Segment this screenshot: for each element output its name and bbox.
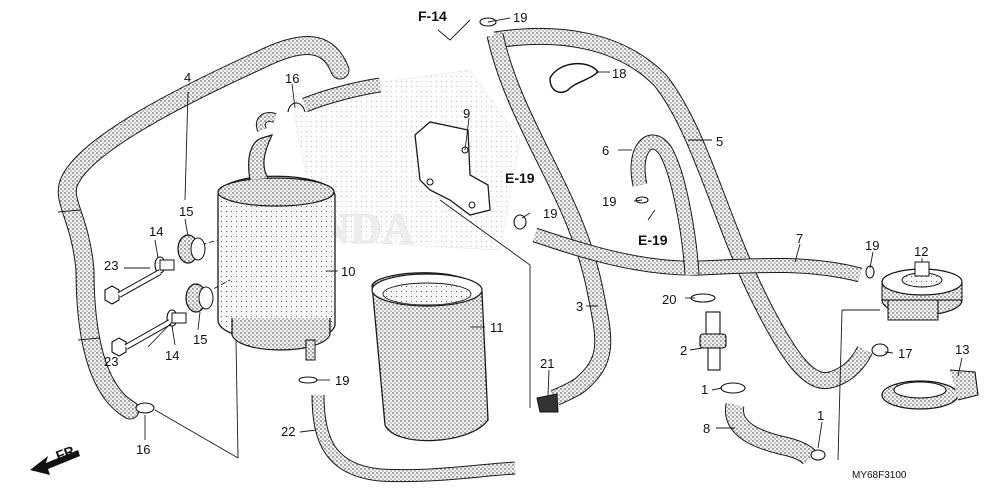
callout-2: 2 <box>680 343 687 358</box>
callout-1-lower: 1 <box>817 408 824 423</box>
sleeve-11 <box>371 272 489 442</box>
canister-10 <box>185 112 336 361</box>
callout-18: 18 <box>612 66 626 81</box>
callout-12: 12 <box>914 244 928 259</box>
hose-7 <box>532 227 862 283</box>
joint-2 <box>699 311 727 371</box>
valve-12 <box>881 261 963 321</box>
callout-8: 8 <box>703 421 710 436</box>
callout-16-bottom: 16 <box>136 442 150 457</box>
bolt-23-upper <box>104 269 162 305</box>
hose-6 <box>630 134 700 276</box>
ref-f14: F-14 <box>418 8 447 24</box>
hose-22 <box>311 394 516 483</box>
callout-19-center: 19 <box>543 206 557 221</box>
callout-13: 13 <box>955 342 969 357</box>
hose-8 <box>725 403 818 465</box>
callout-labels: 4 16 19 9 18 5 6 19 19 7 19 12 14 15 23 … <box>104 10 969 457</box>
callout-9: 9 <box>463 106 470 121</box>
callout-23-upper: 23 <box>104 258 118 273</box>
leader-lines <box>124 17 963 461</box>
callout-6: 6 <box>602 143 609 158</box>
clamp-16-top <box>287 102 306 113</box>
hose-short-top <box>302 77 382 112</box>
clamp-16-bottom <box>135 402 155 414</box>
callout-19-right: 19 <box>865 238 879 253</box>
diagram-code: MY68F3100 <box>852 470 907 481</box>
callout-22: 22 <box>281 424 295 439</box>
clamp-19-center <box>513 214 527 230</box>
clamp-17 <box>871 343 889 357</box>
callout-4: 4 <box>184 70 191 85</box>
clip-18 <box>549 62 599 93</box>
callout-15-upper: 15 <box>179 204 193 219</box>
clamp-group <box>135 17 889 461</box>
ref-e19-top: E-19 <box>505 170 535 186</box>
callout-5: 5 <box>716 134 723 149</box>
front-arrow: FR. <box>30 441 80 475</box>
collar-14-upper <box>154 256 175 274</box>
callout-19-mid: 19 <box>602 194 616 209</box>
callout-14-lower: 14 <box>165 348 179 363</box>
clamp-19-bottom <box>298 376 318 384</box>
callout-17: 17 <box>898 346 912 361</box>
callout-10: 10 <box>341 264 355 279</box>
mount-13 <box>881 369 979 410</box>
callout-21: 21 <box>540 356 554 371</box>
callout-19-bottom: 19 <box>335 373 349 388</box>
hose-5 <box>493 27 873 390</box>
e19-arrow <box>647 209 656 221</box>
clamp-1-lower <box>810 449 826 461</box>
hose-4 <box>57 36 350 420</box>
callout-20: 20 <box>662 292 676 307</box>
callout-7: 7 <box>796 231 803 246</box>
callout-11: 11 <box>490 320 504 335</box>
front-arrow-label: FR. <box>54 441 81 464</box>
callout-3: 3 <box>576 299 583 314</box>
ref-e19-bottom: E-19 <box>638 232 668 248</box>
callout-16-top: 16 <box>285 71 299 86</box>
damper-15-lower <box>185 283 214 313</box>
hose-3 <box>486 33 612 406</box>
clip-21 <box>536 393 559 413</box>
callout-1-upper: 1 <box>701 382 708 397</box>
bolt-23-lower <box>111 319 172 357</box>
callout-23-lower: 23 <box>104 354 118 369</box>
callout-19-top: 19 <box>513 10 527 25</box>
callout-14-upper: 14 <box>149 224 163 239</box>
damper-15-upper <box>177 234 206 264</box>
callout-15-lower: 15 <box>193 332 207 347</box>
clamp-1-upper <box>720 382 746 394</box>
